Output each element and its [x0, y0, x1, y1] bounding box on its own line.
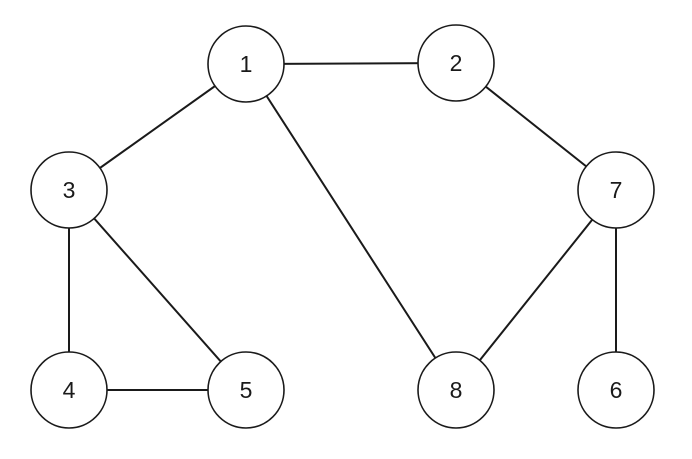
node-circle-5 [207, 351, 285, 429]
edge-3-5 [68, 189, 247, 391]
node-label-3: 3 [63, 177, 76, 203]
node-circle-6 [577, 351, 655, 429]
edge-7-8 [455, 189, 617, 391]
node-label-4: 4 [63, 377, 76, 403]
node-7: 7 [577, 151, 655, 229]
node-label-5: 5 [240, 377, 253, 403]
node-label-6: 6 [610, 377, 623, 403]
node-6: 6 [577, 351, 655, 429]
node-circle-8 [417, 351, 495, 429]
node-circle-7 [577, 151, 655, 229]
node-circle-4 [30, 351, 108, 429]
node-2: 2 [417, 24, 495, 102]
node-circle-1 [207, 25, 285, 103]
edges-layer [68, 62, 617, 391]
node-4: 4 [30, 351, 108, 429]
node-8: 8 [417, 351, 495, 429]
node-label-8: 8 [450, 377, 463, 403]
node-3: 3 [30, 151, 108, 229]
node-circle-2 [417, 24, 495, 102]
node-label-7: 7 [610, 177, 623, 203]
nodes-layer: 1 2 3 7 4 5 8 6 [30, 24, 655, 429]
node-circle-3 [30, 151, 108, 229]
node-5: 5 [207, 351, 285, 429]
node-label-1: 1 [240, 51, 253, 77]
node-1: 1 [207, 25, 285, 103]
node-label-2: 2 [450, 50, 463, 76]
edge-1-8 [245, 63, 457, 391]
